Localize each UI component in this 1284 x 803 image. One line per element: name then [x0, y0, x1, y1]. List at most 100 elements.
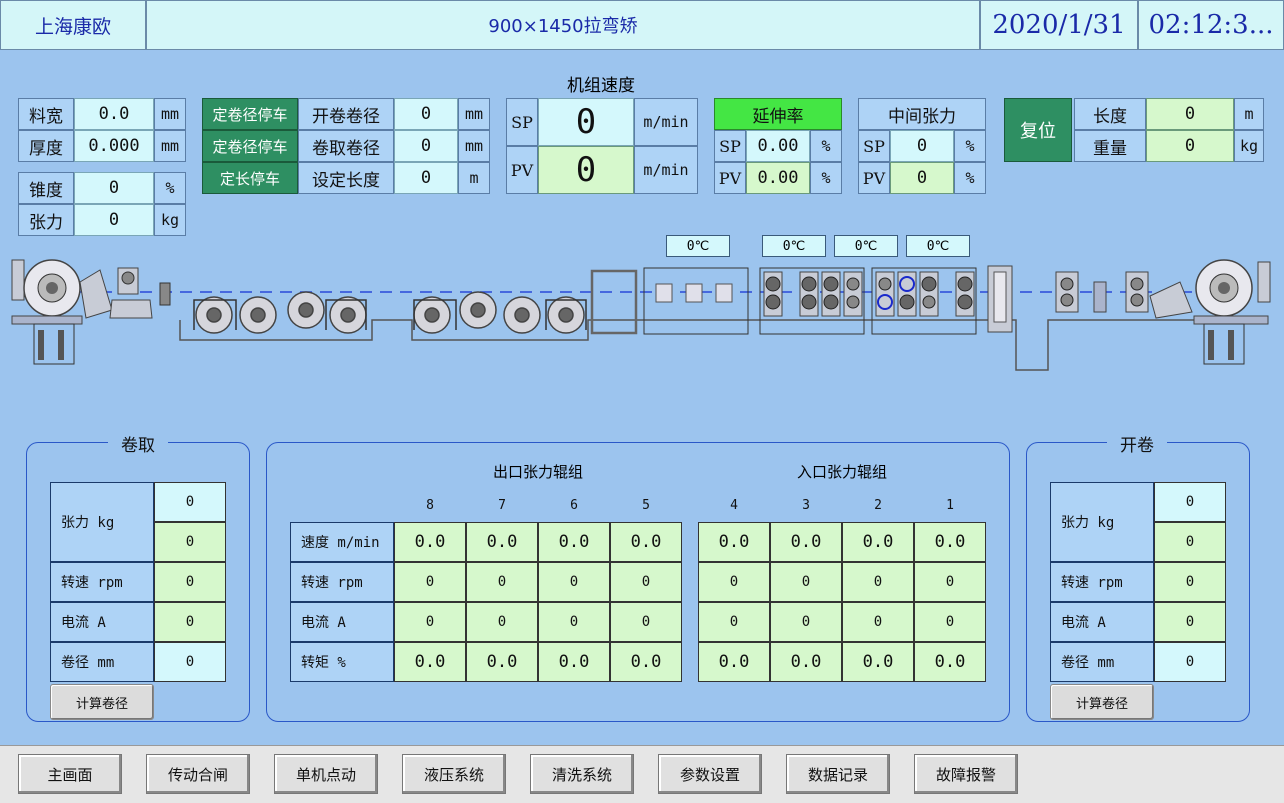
leveler-stand-1-icon [759, 267, 865, 335]
set-length-label: 设定长度 [298, 162, 394, 194]
uncoiler-calc-diameter-button[interactable]: 计算卷径 [1050, 684, 1154, 720]
bridle-cell: 0 [610, 562, 682, 602]
bridle-cell: 0 [538, 602, 610, 642]
bridle-cell: 0 [914, 562, 986, 602]
uncoil-diameter-stop-button[interactable]: 定卷径停车 [202, 98, 298, 130]
recoiler-tension-label: 张力 kg [50, 482, 154, 562]
tension-unit: kg [154, 204, 186, 236]
bridle-cell: 0 [466, 602, 538, 642]
speed-sp-field[interactable]: 0 [538, 98, 634, 146]
recoil-diameter-field[interactable]: 0 [394, 130, 458, 162]
recoiler-tension-pv: 0 [154, 522, 226, 562]
length-counter-value: 0 [1146, 98, 1234, 130]
entry-bridle-title: 入口张力辊组 [796, 463, 887, 481]
line-title: 900×1450拉弯矫 [146, 0, 980, 50]
bridle-column-header: 7 [498, 498, 506, 513]
length-stop-button[interactable]: 定长停车 [202, 162, 298, 194]
shear-icon [987, 265, 1013, 333]
reset-button[interactable]: 复位 [1004, 98, 1072, 162]
line-speed-title: 机组速度 [567, 76, 635, 96]
elongation-pv-label: PV [714, 162, 746, 194]
bridle-cell: 0.0 [698, 522, 770, 562]
bridle-cell: 0.0 [466, 522, 538, 562]
bridle-column-header: 8 [426, 498, 434, 513]
bridle-cell: 0 [842, 602, 914, 642]
recoiler-diameter-value[interactable]: 0 [154, 642, 226, 682]
bridle-row-label: 电流 A [290, 602, 394, 642]
temp-readout-2: 0℃ [762, 235, 826, 257]
elongation-sp-label: SP [714, 130, 746, 162]
mid-tension-pv-label: PV [858, 162, 890, 194]
temp-readout-3: 0℃ [834, 235, 898, 257]
length-counter-label: 长度 [1074, 98, 1146, 130]
elongation-sp-field[interactable]: 0.00 [746, 130, 810, 162]
thickness-field[interactable]: 0.000 [74, 130, 154, 162]
set-length-field[interactable]: 0 [394, 162, 458, 194]
elongation-pv-unit: % [810, 162, 842, 194]
recoiler-title: 卷取 [108, 431, 168, 456]
uncoiler-tension-label: 张力 kg [1050, 482, 1154, 562]
company-name: 上海康欧 [0, 0, 146, 50]
nav-fault-alarm-button[interactable]: 故障报警 [914, 754, 1018, 794]
elongation-title: 延伸率 [714, 98, 842, 130]
nav-parameters-button[interactable]: 参数设置 [658, 754, 762, 794]
bridle-row-label: 速度 m/min [290, 522, 394, 562]
entry-bridle-rolls-icon [413, 291, 587, 334]
thickness-label: 厚度 [18, 130, 74, 162]
uncoiler-diameter-value[interactable]: 0 [1154, 642, 1226, 682]
bridle-row-label: 转速 rpm [290, 562, 394, 602]
recoiler-calc-diameter-button[interactable]: 计算卷径 [50, 684, 154, 720]
bridle-column-header: 1 [946, 498, 954, 513]
nav-main-screen-button[interactable]: 主画面 [18, 754, 122, 794]
bridle-cell: 0 [698, 562, 770, 602]
bridle-cell: 0.0 [770, 642, 842, 682]
recoiler-current-label: 电流 A [50, 602, 154, 642]
width-label: 料宽 [18, 98, 74, 130]
bridle-column-header: 6 [570, 498, 578, 513]
speed-sp-label: SP [506, 98, 538, 146]
thickness-unit: mm [154, 130, 186, 162]
wash-tank-icon [643, 267, 749, 335]
weight-counter-value: 0 [1146, 130, 1234, 162]
bridle-cell: 0.0 [538, 642, 610, 682]
recoiler-diameter-label: 卷径 mm [50, 642, 154, 682]
tension-label: 张力 [18, 204, 74, 236]
nav-hydraulic-button[interactable]: 液压系统 [402, 754, 506, 794]
length-counter-unit: m [1234, 98, 1264, 130]
tension-field[interactable]: 0 [74, 204, 154, 236]
bridle-cell: 0 [394, 602, 466, 642]
uncoiler-tension-sp[interactable]: 0 [1154, 482, 1226, 522]
bridle-cell: 0.0 [394, 642, 466, 682]
date-display: 2020/1/31 [980, 0, 1138, 50]
taper-unit: % [154, 172, 186, 204]
speed-pv-unit: m/min [634, 146, 698, 194]
bridle-column-header: 3 [802, 498, 810, 513]
bridle-cell: 0 [914, 602, 986, 642]
nav-cleaning-button[interactable]: 清洗系统 [530, 754, 634, 794]
mid-tension-sp-unit: % [954, 130, 986, 162]
exit-bridle-rolls-icon [193, 291, 367, 334]
recoiler-tension-sp[interactable]: 0 [154, 482, 226, 522]
bridle-cell: 0.0 [538, 522, 610, 562]
width-field[interactable]: 0.0 [74, 98, 154, 130]
bridle-cell: 0.0 [394, 522, 466, 562]
nav-jog-button[interactable]: 单机点动 [274, 754, 378, 794]
temp-readout-4: 0℃ [906, 235, 970, 257]
recoiler-current-value: 0 [154, 602, 226, 642]
elongation-pv-field: 0.00 [746, 162, 810, 194]
uncoiler-title: 开卷 [1107, 431, 1167, 456]
uncoil-diameter-field[interactable]: 0 [394, 98, 458, 130]
nav-data-log-button[interactable]: 数据记录 [786, 754, 890, 794]
taper-field[interactable]: 0 [74, 172, 154, 204]
speed-pv-label: PV [506, 146, 538, 194]
taper-label: 锥度 [18, 172, 74, 204]
nav-drive-closing-button[interactable]: 传动合闸 [146, 754, 250, 794]
recoil-diameter-stop-button[interactable]: 定卷径停车 [202, 130, 298, 162]
width-unit: mm [154, 98, 186, 130]
leveler-stand-2-icon [871, 267, 977, 335]
exit-bridle-title: 出口张力辊组 [492, 463, 583, 481]
bridle-cell: 0.0 [842, 642, 914, 682]
uncoiler-tension-pv: 0 [1154, 522, 1226, 562]
mid-tension-sp-field[interactable]: 0 [890, 130, 954, 162]
mid-tension-pv-unit: % [954, 162, 986, 194]
